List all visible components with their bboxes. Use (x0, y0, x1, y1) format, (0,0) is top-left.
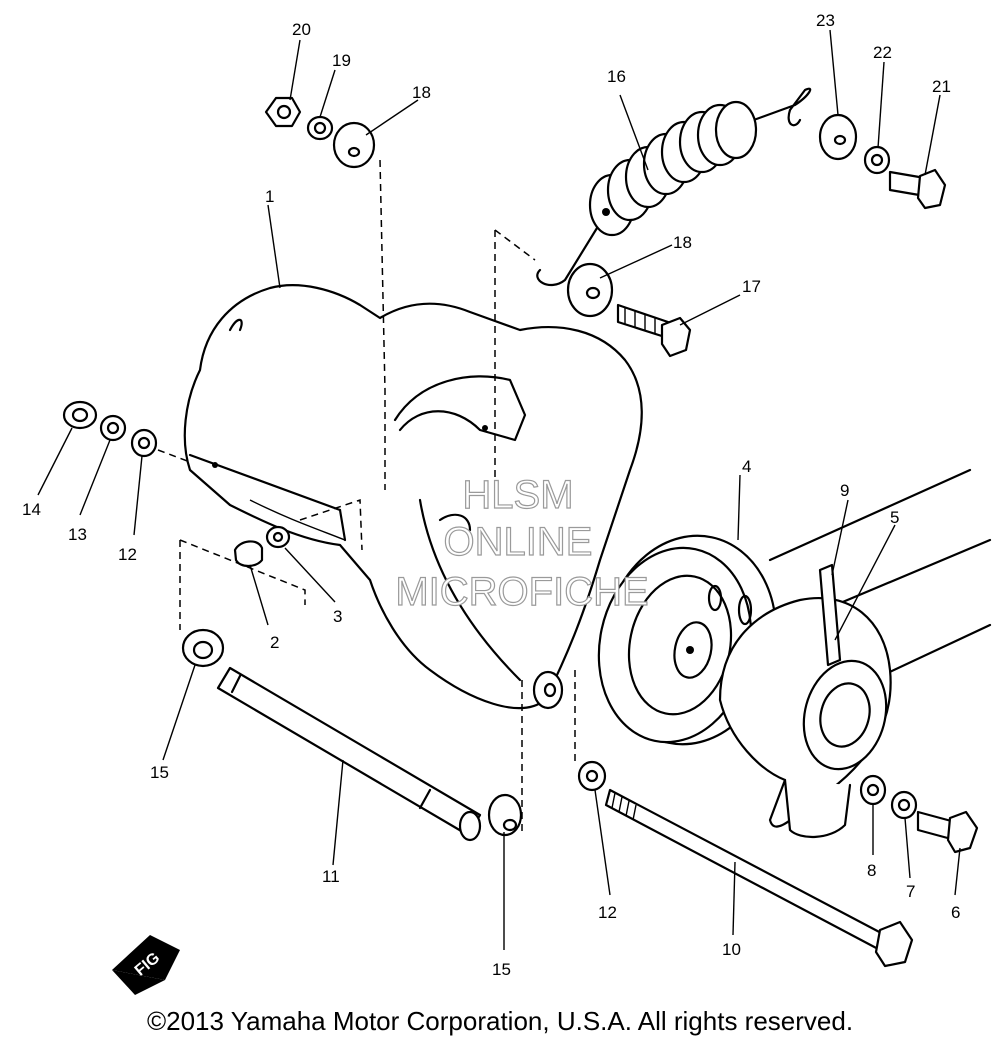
callout-labels: 1 2 3 4 5 6 7 8 9 10 11 12 12 13 14 15 1… (22, 11, 960, 979)
callout-15-left: 15 (150, 763, 169, 782)
callout-6: 6 (951, 903, 960, 922)
callout-13: 13 (68, 525, 87, 544)
watermark-line-3: MICROFICHE (395, 570, 648, 614)
callout-2: 2 (270, 633, 279, 652)
callout-8: 8 (867, 861, 876, 880)
callout-12-left: 12 (118, 545, 137, 564)
callout-17: 17 (742, 277, 761, 296)
pivot-shaft (181, 628, 564, 842)
callout-23: 23 (816, 11, 835, 30)
callout-10: 10 (722, 940, 741, 959)
copyright-notice: ©2013 Yamaha Motor Corporation, U.S.A. A… (146, 1006, 854, 1036)
callout-16: 16 (607, 67, 626, 86)
callout-20: 20 (292, 20, 311, 39)
spring-assembly (494, 87, 812, 500)
watermark-line-1: HLSM (462, 473, 573, 517)
callout-9: 9 (840, 481, 849, 500)
washer-and-bolt-21-22-23 (818, 113, 947, 210)
callout-7: 7 (906, 882, 915, 901)
callout-21: 21 (932, 77, 951, 96)
swing-arm (718, 468, 992, 839)
callout-19: 19 (332, 51, 351, 70)
callout-5: 5 (890, 508, 899, 527)
nut-and-washers-top (264, 96, 386, 490)
callout-11: 11 (322, 867, 340, 886)
callout-14: 14 (22, 500, 41, 519)
callout-15-right: 15 (492, 960, 511, 979)
callout-3: 3 (333, 607, 342, 626)
callout-4: 4 (742, 457, 751, 476)
watermark: HLSM ONLINE MICROFICHE (395, 472, 650, 614)
callout-18-top: 18 (412, 83, 431, 102)
screw-and-washer-2-3 (179, 498, 363, 630)
watermark-line-2: ONLINE (444, 520, 593, 564)
washers-and-bolt-6-7-8 (859, 774, 979, 854)
long-bolt (574, 670, 914, 968)
callout-18-right: 18 (673, 233, 692, 252)
callout-12-right: 12 (598, 903, 617, 922)
callout-1: 1 (265, 187, 274, 206)
callout-leaders (37, 29, 961, 950)
nut-and-washers-left (62, 400, 191, 463)
callout-22: 22 (873, 43, 892, 62)
housing-cover (183, 284, 643, 710)
front-direction-marker: FIG (112, 935, 180, 995)
